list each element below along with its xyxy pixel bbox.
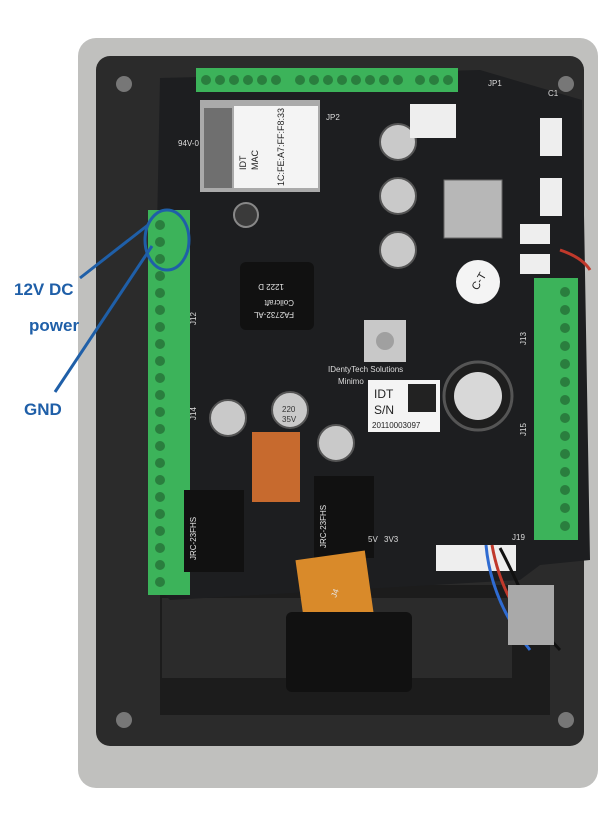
text-idt: IDT xyxy=(374,387,394,401)
screw-hole-br xyxy=(558,712,574,728)
qr-code xyxy=(408,384,436,412)
capacitors xyxy=(209,123,417,462)
white-connector-4 xyxy=(520,224,550,244)
relay-2 xyxy=(314,476,374,558)
text-j12: J12 xyxy=(189,312,198,325)
callout-gnd: GND xyxy=(24,400,62,419)
ethernet-port xyxy=(204,108,232,188)
text-3v3: 3V3 xyxy=(384,535,399,544)
text-j14: J14 xyxy=(189,407,198,420)
text-j15: J15 xyxy=(519,423,528,436)
round-sticker xyxy=(456,260,500,304)
text-relay-2: JRC-23FHS xyxy=(319,505,328,548)
sd-card-slot xyxy=(443,179,503,239)
switch-button xyxy=(376,332,394,350)
text-j4: J4 xyxy=(329,587,341,599)
text-ic-brand: Coilcraft xyxy=(264,298,294,307)
text-jp2: JP2 xyxy=(326,113,340,122)
left-terminal-screws xyxy=(155,220,165,587)
text-cap-value: 220 xyxy=(282,405,296,414)
white-connector-1 xyxy=(410,104,456,138)
pointer-line-gnd xyxy=(53,245,154,393)
right-terminal-screws xyxy=(560,287,570,531)
text-mac-value: 1C:FE:A7:FF:F8:33 xyxy=(276,108,286,186)
sensor-board xyxy=(286,612,412,692)
text-mac-2: MAC xyxy=(250,150,260,171)
text-ic-part: FA2732-AL xyxy=(253,310,294,319)
highlight-circle xyxy=(143,208,191,272)
text-mac-1: IDT xyxy=(238,155,248,170)
text-5v: 5V xyxy=(368,535,378,544)
text-jp1: JP1 xyxy=(488,79,502,88)
screw-hole-tr xyxy=(558,76,574,92)
white-connector-3 xyxy=(540,178,562,216)
screw-hole-bl xyxy=(116,712,132,728)
text-relay-1: JRC-23FHS xyxy=(189,517,198,560)
white-connector-5 xyxy=(520,254,550,274)
relay-1 xyxy=(184,490,244,572)
text-c1: C1 xyxy=(548,89,559,98)
callout-power-line2: power xyxy=(29,316,80,335)
right-terminal-strip xyxy=(534,278,578,540)
pointer-line-power xyxy=(79,223,149,280)
wire-red-right xyxy=(559,248,592,271)
white-connector-2 xyxy=(540,118,562,156)
white-connector-j19 xyxy=(436,545,516,571)
text-sn-value: 20110003097 xyxy=(372,421,421,430)
screw-hole-tl xyxy=(116,76,132,92)
text-sn: S/N xyxy=(374,403,394,417)
text-company: IDentyTech Solutions xyxy=(328,365,403,374)
coin-cell xyxy=(454,372,502,420)
bracket xyxy=(508,585,554,645)
text-rohs: 94V-0 xyxy=(178,139,199,148)
text-j19: J19 xyxy=(512,533,525,542)
text-j13: J13 xyxy=(519,332,528,345)
top-terminal-screws xyxy=(201,75,453,85)
text-company-sub: Minimo xyxy=(338,377,364,386)
text-cap-rating: 35V xyxy=(282,415,297,424)
text-ic-code: 1222 D xyxy=(258,282,284,291)
ribbon-cable xyxy=(295,550,375,630)
mac-sticker xyxy=(234,106,318,188)
callout-power-line1: 12V DC xyxy=(14,280,74,299)
inductor-chip xyxy=(240,262,314,330)
left-terminal-strip xyxy=(148,210,190,595)
orange-connectors xyxy=(252,432,300,502)
